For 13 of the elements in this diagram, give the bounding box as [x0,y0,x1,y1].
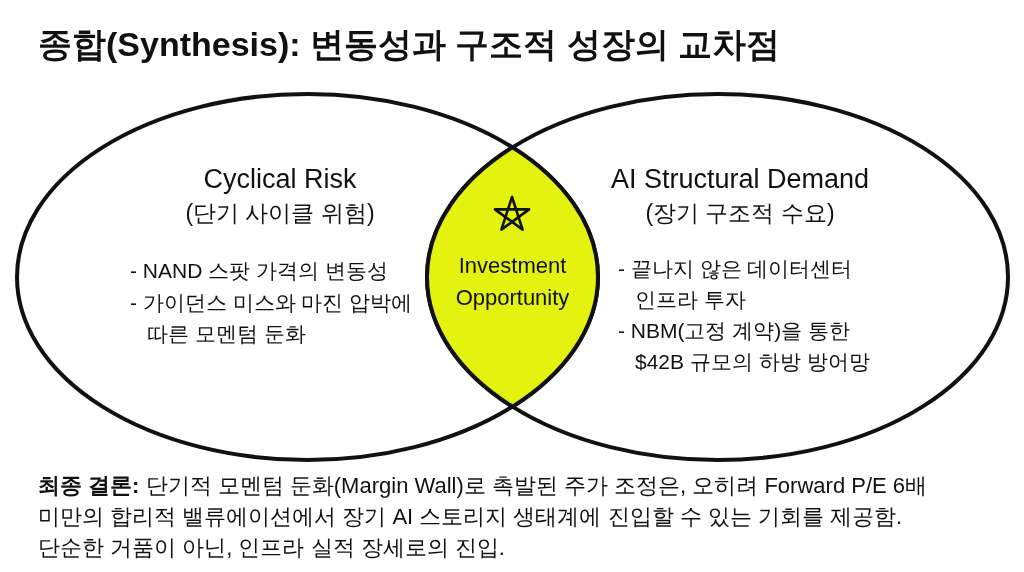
region-subtitle: (단기 사이클 위험) [184,199,376,228]
bullet-item: - 가이던스 미스와 마진 압박에 따른 모멘텀 둔화 [130,290,414,347]
bullet-item: - 끝나지 않은 데이터센터 인프라 투자 [618,256,854,313]
region-title: Cyclical Risk [202,163,358,196]
region-subtitle: (장기 구조적 수요) [644,199,836,228]
region-title: AI Structural Demand [609,163,871,196]
conclusion-text: 단순한 거품이 아닌, 인프라 실적 장세로의 진입. [38,534,505,562]
conclusion-text: 최종 결론: 단기적 모멘텀 둔화(Margin Wall)로 촉발된 주가 조정은, 오히려 Forward P/E 6배 미만의 합리적 밸류에이션에서 장기 AI 스토리지 생태계에 진입할 수 있는 기회를 제공함. [38,472,929,531]
diagram-title: 종합(Synthesis): 변동성과 구조적 성장의 교차점 [38,24,781,65]
overlap-region [425,145,600,409]
bullet-item: - NAND 스팟 가격의 변동성 [130,258,389,284]
bullet-item: - NBM(고정 계약)을 통한 $42B 규모의 하방 방어망 [618,318,871,375]
overlap-title: Investment Opportunity [454,252,571,312]
